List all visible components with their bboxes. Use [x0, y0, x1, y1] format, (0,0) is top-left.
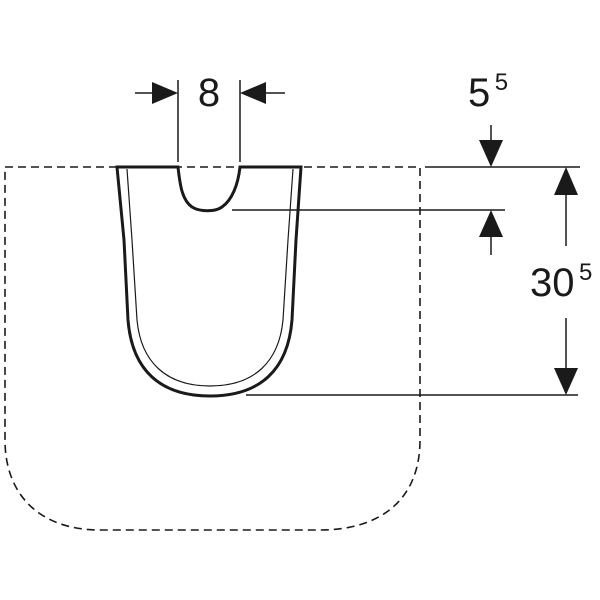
dimension-notch-depth: 5 5 [232, 69, 580, 255]
total-height-sup: 5 [579, 259, 592, 286]
arrow-left-icon [240, 82, 266, 104]
arrow-up-icon [554, 167, 578, 195]
arrow-up-icon [479, 210, 503, 237]
notch-width-label: 8 [198, 71, 220, 115]
arrow-right-icon [152, 82, 178, 104]
basin-outline-dashed [4, 166, 421, 531]
notch-depth-main: 5 [468, 71, 490, 115]
svg-text:5 5: 5 5 [468, 69, 508, 115]
arrow-down-icon [479, 140, 503, 167]
notch-depth-sup: 5 [495, 69, 508, 96]
total-height-main: 30 [530, 261, 575, 305]
arrow-down-icon [554, 368, 578, 395]
dimension-total-height: 30 5 [246, 167, 592, 396]
pedestal-outer-outline [115, 165, 303, 398]
svg-text:30 5: 30 5 [530, 259, 592, 305]
dimension-notch-width: 8 [135, 71, 285, 162]
pedestal-inner-outline [126, 168, 294, 387]
